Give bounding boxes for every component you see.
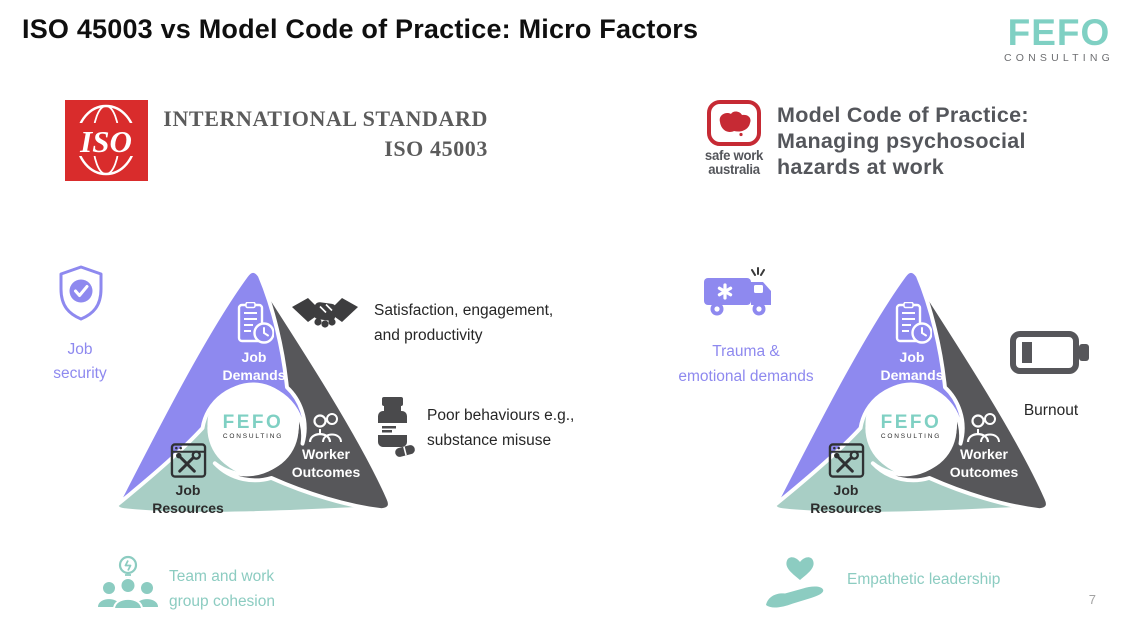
- safework-australia-icon: [707, 100, 761, 146]
- callout-poor-behaviours: Poor behaviours e.g., substance misuse: [427, 407, 575, 449]
- job-demands-label: Job Demands: [222, 349, 286, 383]
- segment-worker-outcomes: Worker Outcomes: [928, 410, 1040, 481]
- job-resources-label: Job Resources: [810, 482, 882, 516]
- shield-check-icon: [59, 265, 103, 321]
- worker-outcomes-label: Worker Outcomes: [949, 446, 1019, 480]
- callout-empathetic-leadership: Empathetic leadership: [847, 571, 1001, 588]
- center-fefo-logo: FEFO CONSULTING: [191, 413, 315, 440]
- page-number: 7: [1088, 592, 1096, 607]
- handshake-icon: [292, 298, 358, 328]
- callout-team-cohesion: Team and work group cohesion: [169, 568, 275, 610]
- worker-outcomes-label: Worker Outcomes: [291, 446, 361, 480]
- center-logo-text: FEFO: [222, 412, 284, 433]
- iso-logo: ISO: [65, 100, 148, 181]
- segment-job-resources: Job Resources: [784, 442, 908, 517]
- ambulance-icon: [704, 267, 771, 316]
- svg-text:ISO: ISO: [79, 124, 132, 159]
- fefo-brand-logo: FEFO CONSULTING: [993, 12, 1123, 65]
- callout-trauma: Trauma & emotional demands: [678, 343, 814, 385]
- iso-globe-icon: ISO: [71, 104, 142, 176]
- task-list-clock-icon: [237, 302, 274, 344]
- segment-job-resources: Job Resources: [126, 442, 250, 517]
- center-logo-text: FEFO: [880, 412, 942, 433]
- center-logo-subtext: CONSULTING: [880, 433, 942, 440]
- task-list-clock-icon: [895, 302, 932, 344]
- safework-logo-text: safe work australia: [704, 147, 764, 177]
- team-idea-icon: [98, 555, 158, 610]
- center-fefo-logo: FEFO CONSULTING: [849, 413, 973, 440]
- job-demands-label: Job Demands: [880, 349, 944, 383]
- iso-standard-title: INTERNATIONAL STANDARD ISO 45003: [163, 106, 488, 161]
- segment-job-demands: Job Demands: [850, 302, 974, 384]
- workers-icon: [966, 413, 1000, 443]
- fefo-logo-subtext: CONSULTING: [1003, 52, 1115, 64]
- mcop-triangle-diagram: Job Demands FEFO CONSULTING Worker Outco…: [746, 258, 1076, 540]
- triad-swirl: [747, 268, 1076, 540]
- job-resources-label: Job Resources: [152, 482, 224, 516]
- iso-triangle-diagram: Job Demands FEFO CONSULTING Worker Outco…: [88, 258, 418, 540]
- segment-job-demands: Job Demands: [192, 302, 316, 384]
- pill-bottle-icon: [378, 397, 415, 457]
- heart-in-hand-icon: [766, 557, 824, 608]
- page-title: ISO 45003 vs Model Code of Practice: Mic…: [22, 14, 699, 44]
- battery-low-icon: [1010, 331, 1089, 374]
- workers-icon: [308, 413, 342, 443]
- model-code-title: Model Code of Practice: Managing psychos…: [777, 103, 1029, 179]
- tools-window-icon: [828, 443, 864, 478]
- callout-burnout: Burnout: [1023, 402, 1079, 419]
- callout-satisfaction: Satisfaction, engagement, and productivi…: [374, 302, 554, 344]
- callout-job-security: Job security: [53, 341, 107, 382]
- fefo-logo-text: FEFO: [1007, 12, 1111, 53]
- triad-swirl: [89, 268, 418, 540]
- tools-window-icon: [170, 443, 206, 478]
- segment-worker-outcomes: Worker Outcomes: [270, 410, 382, 481]
- center-logo-subtext: CONSULTING: [222, 433, 284, 440]
- safework-logo: safe work australia: [699, 100, 769, 176]
